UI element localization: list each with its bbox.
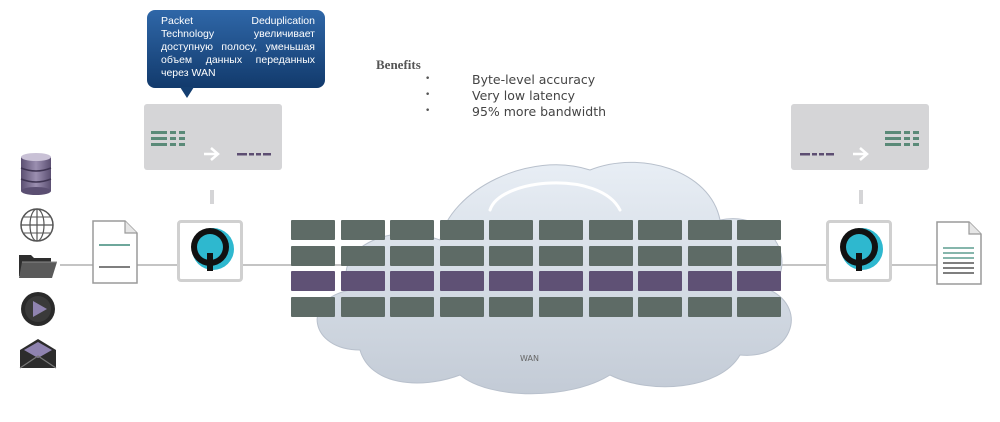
- packet-grid: [291, 220, 783, 320]
- packet-cell: [390, 296, 435, 317]
- email-icon: [19, 339, 57, 369]
- dedup-packet-cell: [539, 271, 583, 291]
- right-decompression-panel: [791, 104, 929, 170]
- packet-cell: [539, 296, 583, 317]
- packet-cell: [737, 245, 782, 266]
- source-document-icon: [92, 220, 138, 284]
- packet-cell: [291, 296, 335, 317]
- benefits-title: Benefits: [376, 57, 421, 72]
- tooltip-tail: [180, 87, 194, 98]
- bullet: •: [425, 106, 431, 116]
- arrow-right-icon: [204, 147, 220, 161]
- packet-cell: [340, 296, 385, 317]
- dedup-packet-cell: [687, 271, 732, 291]
- packet-cell: [687, 296, 732, 317]
- q-logo-icon: [191, 228, 234, 271]
- packet-cell: [737, 220, 782, 240]
- packet-cell: [588, 220, 633, 240]
- packet-cell: [588, 245, 633, 266]
- dedup-packet-cell: [489, 271, 534, 291]
- wan-label: WAN: [520, 354, 539, 363]
- packet-cell: [340, 220, 385, 240]
- packet-cell: [638, 296, 683, 317]
- packet-cell: [439, 245, 484, 266]
- packet-cell: [687, 220, 732, 240]
- database-icon: [20, 153, 52, 195]
- packet-cell: [489, 296, 534, 317]
- left-compression-panel: [144, 104, 282, 170]
- packet-cell: [588, 296, 633, 317]
- connector-stub: [210, 190, 214, 204]
- packet-cell: [638, 220, 683, 240]
- packet-cell: [439, 220, 484, 240]
- bullet: •: [425, 74, 431, 84]
- dedup-packet-cell: [588, 271, 633, 291]
- dedup-packet-cell: [390, 271, 435, 291]
- packet-cell: [340, 245, 385, 266]
- right-dedup-appliance: [826, 220, 892, 282]
- destination-document-icon: [936, 221, 982, 285]
- packet-cell: [638, 245, 683, 266]
- packet-cell: [291, 220, 335, 240]
- packet-cell: [539, 220, 583, 240]
- folder-icon: [19, 255, 57, 278]
- packet-cell: [539, 245, 583, 266]
- left-dedup-appliance: [177, 220, 243, 282]
- dedup-tooltip: Packet Deduplication Technology увеличив…: [147, 10, 325, 88]
- q-logo-icon: [840, 228, 883, 271]
- dedup-packet-cell: [737, 271, 782, 291]
- benefit-item: 95% more bandwidth: [472, 104, 607, 119]
- packet-cell: [439, 296, 484, 317]
- packet-cell: [489, 220, 534, 240]
- packet-cell: [390, 220, 435, 240]
- arrow-right-icon: [853, 147, 869, 161]
- data-bars-icon: [151, 131, 271, 161]
- bullet: •: [425, 90, 431, 100]
- globe-icon: [20, 208, 54, 242]
- dedup-packet-cell: [638, 271, 683, 291]
- packet-cell: [390, 245, 435, 266]
- data-bars-icon: [800, 131, 919, 161]
- dedup-packet-cell: [439, 271, 484, 291]
- benefit-item: Byte-level accuracy: [472, 72, 596, 87]
- packet-cell: [291, 245, 335, 266]
- packet-cell: [489, 245, 534, 266]
- packet-cell: [737, 296, 782, 317]
- packet-cell: [687, 245, 732, 266]
- dedup-packet-cell: [291, 271, 335, 291]
- dedup-packet-cell: [340, 271, 385, 291]
- benefit-item: Very low latency: [472, 88, 576, 103]
- play-icon: [21, 292, 55, 326]
- connector-stub: [859, 190, 863, 204]
- tooltip-text: Packet Deduplication Technology увеличив…: [161, 15, 315, 79]
